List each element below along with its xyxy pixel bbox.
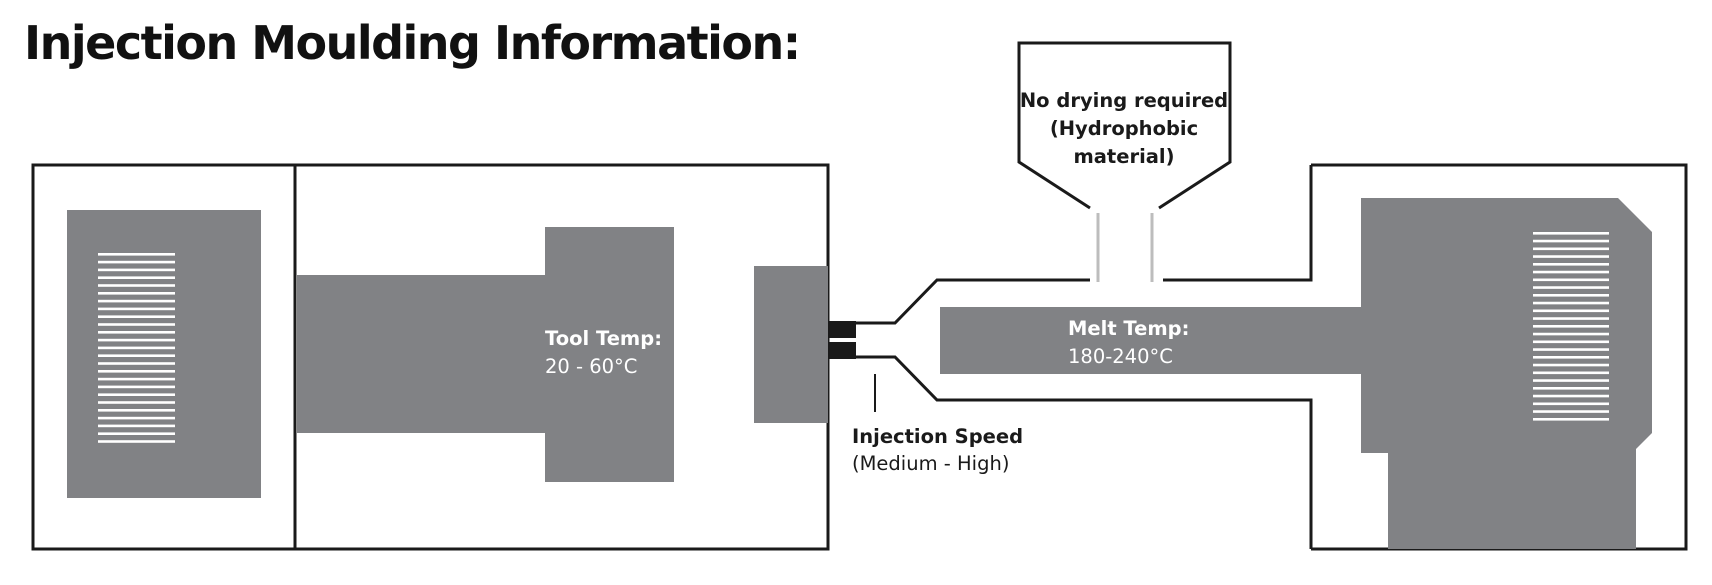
vent-slat — [98, 424, 175, 428]
vent-slat — [98, 331, 175, 334]
clamp-motor-block — [67, 210, 261, 498]
vent-slat — [1533, 247, 1609, 251]
vent-slat — [98, 354, 175, 357]
vent-slat — [98, 284, 175, 287]
tool-temp-title: Tool Temp: — [545, 327, 662, 350]
injection-motor-housing — [1361, 198, 1652, 549]
vent-slat — [1533, 239, 1609, 243]
drying-note-line1: No drying required — [1020, 89, 1228, 112]
vent-slat — [98, 393, 175, 396]
vent-slat — [98, 385, 175, 389]
vent-slat — [1533, 363, 1609, 367]
vent-slat — [98, 370, 175, 373]
vent-slat — [1533, 418, 1609, 421]
nozzle-lower — [829, 342, 856, 359]
injection-vent-lines — [1533, 232, 1609, 421]
vent-slat — [98, 276, 175, 279]
vent-slat — [1533, 340, 1609, 344]
vent-slat — [98, 260, 175, 264]
barrel-outline-top — [856, 278, 1090, 325]
vent-slat — [98, 432, 175, 435]
hopper-outline-left — [1017, 41, 1232, 210]
clamp-vent-lines — [98, 253, 175, 443]
barrel-outline-top-right — [1163, 165, 1313, 282]
vent-slat — [98, 346, 175, 350]
vent-slat — [98, 377, 175, 381]
melt-temp-title: Melt Temp: — [1068, 317, 1189, 340]
vent-slat — [1533, 286, 1609, 289]
page-title: Injection Moulding Information: — [24, 16, 801, 70]
injection-speed-value: (Medium - High) — [852, 452, 1009, 475]
nozzle-upper — [829, 321, 856, 338]
vent-slat — [1533, 332, 1609, 336]
vent-slat — [1533, 371, 1609, 375]
vent-slat — [98, 307, 175, 311]
vent-slat — [1533, 232, 1609, 235]
tool-temp-value: 20 - 60°C — [545, 355, 637, 378]
vent-slat — [1533, 270, 1609, 274]
vent-slat — [1533, 356, 1609, 359]
vent-slat — [1533, 387, 1609, 390]
vent-slat — [1533, 379, 1609, 382]
vent-slat — [1533, 263, 1609, 266]
vent-slat — [98, 323, 175, 326]
vent-slat — [1533, 301, 1609, 305]
vent-slat — [1533, 402, 1609, 406]
injection-speed-title: Injection Speed — [852, 425, 1023, 448]
vent-slat — [1533, 255, 1609, 258]
barrel-melt-zone — [940, 307, 1362, 374]
clamp-ram-bar — [297, 275, 547, 433]
vent-slat — [98, 416, 175, 420]
vent-slat — [1533, 317, 1609, 320]
vent-slat — [98, 440, 175, 443]
vent-slat — [1533, 325, 1609, 328]
vent-slat — [1533, 309, 1609, 313]
vent-slat — [98, 253, 175, 256]
drying-note-line2: (Hydrophobic — [1050, 117, 1198, 140]
vent-slat — [98, 299, 175, 303]
vent-slat — [1533, 410, 1609, 413]
mould-block — [545, 227, 674, 482]
fixed-platen — [754, 266, 828, 423]
vent-slat — [98, 362, 175, 365]
vent-slat — [98, 268, 175, 272]
vent-slat — [98, 315, 175, 318]
vent-slat — [98, 401, 175, 404]
vent-slat — [1533, 278, 1609, 282]
vent-slat — [1533, 394, 1609, 398]
drying-note-line3: material) — [1073, 145, 1174, 168]
vent-slat — [1533, 348, 1609, 351]
vent-slat — [98, 292, 175, 295]
vent-slat — [98, 338, 175, 342]
vent-slat — [98, 409, 175, 412]
vent-slat — [1533, 294, 1609, 297]
melt-temp-value: 180-240°C — [1068, 345, 1173, 368]
barrel-outline-bottom — [856, 355, 1313, 549]
